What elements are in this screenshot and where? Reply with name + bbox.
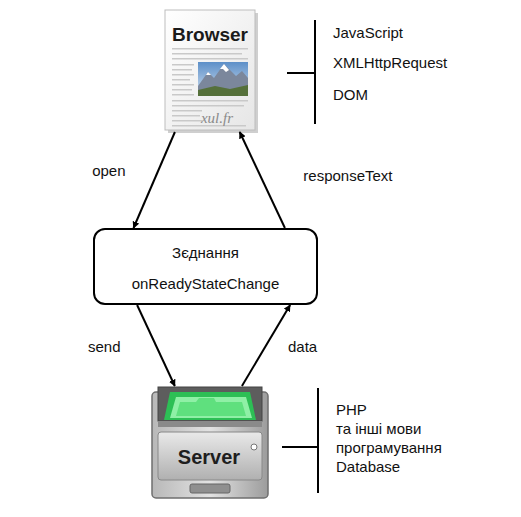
edge-label: responseText xyxy=(303,167,392,185)
technology-label: та інші мови програмування xyxy=(336,419,464,457)
technology-label: PHP xyxy=(336,400,486,419)
browser-page-icon xyxy=(165,10,258,133)
edge-label: open xyxy=(92,162,125,180)
edge-label: data xyxy=(288,338,317,356)
arrow xyxy=(137,305,175,386)
edge-label: send xyxy=(88,338,121,356)
technology-label: Database xyxy=(336,457,486,476)
watermark: xul.fr xyxy=(192,110,242,127)
server-cabinet-icon xyxy=(152,387,268,498)
node-title: Зєднання xyxy=(95,244,316,261)
technology-label: XMLHttpRequest xyxy=(333,53,483,72)
connection-box: Зєднання onReadyStateChange xyxy=(93,228,318,305)
server-node: Server xyxy=(148,386,270,498)
bracket xyxy=(287,20,315,124)
bracket xyxy=(282,388,318,493)
arrow xyxy=(242,305,290,386)
arrow xyxy=(240,132,285,228)
technology-label: DOM xyxy=(333,85,483,104)
node-text: onReadyStateChange xyxy=(95,275,316,292)
arrow xyxy=(134,132,175,228)
technology-label: JavaScript xyxy=(333,23,483,42)
node-title: Browser xyxy=(165,24,255,46)
node-title: Server xyxy=(148,446,270,469)
